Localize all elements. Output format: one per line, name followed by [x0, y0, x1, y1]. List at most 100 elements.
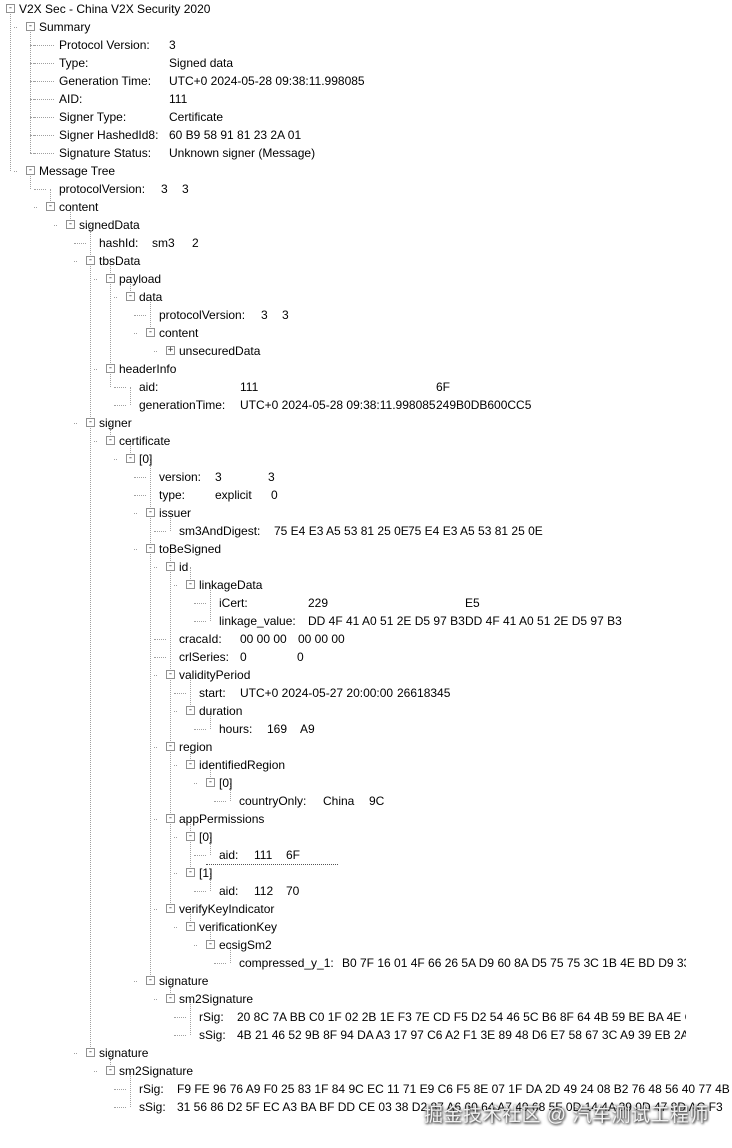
- collapse-toggle-icon[interactable]: -: [186, 705, 195, 715]
- collapse-toggle-icon[interactable]: -: [206, 939, 215, 949]
- linkage-value-row[interactable]: linkage_value:DD 4F 41 A0 51 2E D5 97 B3…: [0, 612, 732, 630]
- identified-region-node[interactable]: -identifiedRegion: [0, 756, 732, 774]
- collapse-toggle-icon[interactable]: -: [86, 417, 95, 427]
- collapse-toggle-icon[interactable]: -: [146, 327, 155, 337]
- root-v2x-sec[interactable]: -V2X Sec - China V2X Security 2020: [0, 0, 732, 18]
- payload-node[interactable]: -payload: [0, 270, 732, 288]
- to-be-signed-node[interactable]: -toBeSigned: [0, 540, 732, 558]
- summary-field[interactable]: Signature Status:Unknown signer (Message…: [0, 144, 732, 162]
- issuer-node[interactable]: -issuer: [0, 504, 732, 522]
- collapse-toggle-icon[interactable]: -: [106, 435, 115, 445]
- app-permission-0-aid-raw: 6F: [286, 848, 301, 862]
- header-info-node[interactable]: -headerInfo: [0, 360, 732, 378]
- collapse-toggle-icon[interactable]: -: [146, 975, 155, 985]
- region-node[interactable]: -region: [0, 738, 732, 756]
- unsecured-data-node[interactable]: +unsecuredData: [0, 342, 732, 360]
- collapse-toggle-icon[interactable]: -: [106, 363, 115, 373]
- rsig-row[interactable]: rSig:F9 FE 96 76 A9 F0 25 83 1F 84 9C EC…: [0, 1080, 732, 1098]
- linkage-data-node[interactable]: -linkageData: [0, 576, 732, 594]
- summary-field[interactable]: Signer HashedId8:60 B9 58 91 81 23 2A 01: [0, 126, 732, 144]
- collapse-toggle-icon[interactable]: -: [186, 759, 195, 769]
- app-permission-1[interactable]: -[1]: [0, 864, 732, 882]
- tbs-data-node[interactable]: -tbsData: [0, 252, 732, 270]
- app-permissions-node[interactable]: -appPermissions: [0, 810, 732, 828]
- tree-guide-line: [134, 513, 137, 514]
- data-node[interactable]: -data: [0, 288, 732, 306]
- cert-rsig-row[interactable]: rSig:20 8C 7A BB C0 1F 02 2B 1E F3 7E CD…: [0, 1008, 732, 1026]
- verify-key-indicator-node[interactable]: -verifyKeyIndicator: [0, 900, 732, 918]
- signed-data-node[interactable]: -signedData: [0, 216, 732, 234]
- collapse-toggle-icon[interactable]: -: [46, 201, 55, 211]
- summary-field[interactable]: Type:Signed data: [0, 54, 732, 72]
- summary-field[interactable]: Protocol Version:3: [0, 36, 732, 54]
- summary-field[interactable]: AID:111: [0, 90, 732, 108]
- certificate-node[interactable]: -certificate: [0, 432, 732, 450]
- summary-node[interactable]: -Summary: [0, 18, 732, 36]
- summary-field[interactable]: Signer Type:Certificate: [0, 108, 732, 126]
- message-tree-node[interactable]: -Message Tree: [0, 162, 732, 180]
- cert-ssig-row[interactable]: sSig:4B 21 46 52 9B 8F 94 DA A3 17 97 C6…: [0, 1026, 732, 1044]
- collapse-toggle-icon[interactable]: -: [166, 903, 175, 913]
- signer-node[interactable]: -signer: [0, 414, 732, 432]
- collapse-toggle-icon[interactable]: -: [186, 921, 195, 931]
- collapse-toggle-icon[interactable]: -: [106, 273, 115, 283]
- ecsig-sm2-node[interactable]: -ecsigSm2: [0, 936, 732, 954]
- collapse-toggle-icon[interactable]: -: [126, 291, 135, 301]
- collapse-toggle-icon[interactable]: -: [6, 3, 15, 13]
- collapse-toggle-icon[interactable]: -: [146, 507, 155, 517]
- collapse-toggle-icon[interactable]: -: [86, 1047, 95, 1057]
- collapse-toggle-icon[interactable]: -: [166, 741, 175, 751]
- compressed-y-1-row[interactable]: compressed_y_1:B0 7F 16 01 4F 66 26 5A D…: [0, 954, 732, 972]
- sm2-signature-node[interactable]: -sm2Signature: [0, 1062, 732, 1080]
- generation-time-row[interactable]: generationTime:UTC+0 2024-05-28 09:38:11…: [0, 396, 732, 414]
- collapse-toggle-icon[interactable]: -: [186, 867, 195, 877]
- data-content-node[interactable]: -content: [0, 324, 732, 342]
- collapse-toggle-icon[interactable]: -: [106, 1065, 115, 1075]
- validity-period-node[interactable]: -validityPeriod: [0, 666, 732, 684]
- collapse-toggle-icon[interactable]: -: [186, 579, 195, 589]
- cert-sm2-signature-node[interactable]: -sm2Signature: [0, 990, 732, 1008]
- region-index-0[interactable]: -[0]: [0, 774, 732, 792]
- certificate-index-0[interactable]: -[0]: [0, 450, 732, 468]
- app-permission-0[interactable]: -[0]: [0, 828, 732, 846]
- expand-toggle-icon[interactable]: +: [166, 345, 175, 355]
- collapse-toggle-icon[interactable]: -: [26, 21, 35, 31]
- collapse-toggle-icon[interactable]: -: [166, 561, 175, 571]
- ssig-row[interactable]: sSig:31 56 86 D2 5F EC A3 BA BF DD CE 03…: [0, 1098, 732, 1116]
- collapse-toggle-icon[interactable]: -: [206, 777, 215, 787]
- validity-start-name: start:: [199, 686, 226, 700]
- collapse-toggle-icon[interactable]: -: [166, 813, 175, 823]
- signature-node[interactable]: -signature: [0, 1044, 732, 1062]
- cert-signature-node[interactable]: -signature: [0, 972, 732, 990]
- summary-field[interactable]: Generation Time:UTC+0 2024-05-28 09:38:1…: [0, 72, 732, 90]
- collapse-toggle-icon[interactable]: -: [166, 669, 175, 679]
- duration-node[interactable]: -duration: [0, 702, 732, 720]
- collapse-toggle-icon[interactable]: -: [186, 831, 195, 841]
- collapse-toggle-icon[interactable]: -: [126, 453, 135, 463]
- collapse-toggle-icon[interactable]: -: [86, 255, 95, 265]
- id-node[interactable]: -id: [0, 558, 732, 576]
- collapse-toggle-icon[interactable]: -: [66, 219, 75, 229]
- collapse-toggle-icon[interactable]: -: [146, 543, 155, 553]
- content-node[interactable]: -content: [0, 198, 732, 216]
- collapse-toggle-icon[interactable]: -: [26, 165, 35, 175]
- sm3-and-digest-raw: 75 E4 E3 A5 53 81 25 0E: [408, 524, 543, 538]
- collapse-toggle-icon[interactable]: -: [166, 993, 175, 1003]
- verification-key-node[interactable]: -verificationKey: [0, 918, 732, 936]
- summary-field-name: Signer Type:: [59, 110, 127, 124]
